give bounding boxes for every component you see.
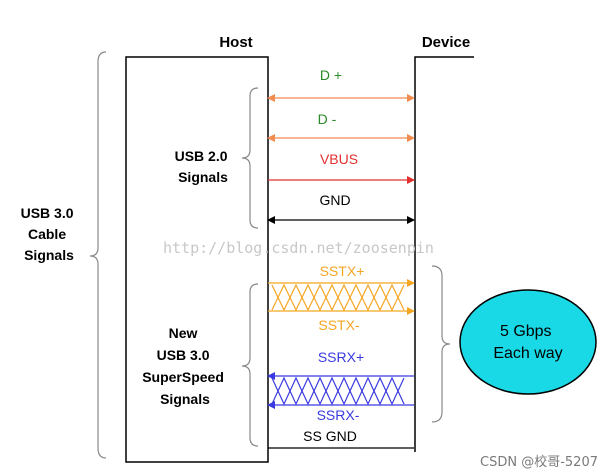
superspeed-label-line: SuperSpeed: [142, 369, 224, 385]
usb2-label-line: USB 2.0: [175, 148, 228, 164]
device-boundary: [414, 56, 474, 452]
superspeed-label-line: Signals: [160, 391, 210, 407]
ssrx-wave-b: [271, 376, 405, 406]
callout-brace: [431, 265, 451, 423]
watermark: http://blog.csdn.net/zoosenpin: [163, 239, 434, 257]
bandwidth-callout: [459, 289, 597, 395]
superspeed-label-line: New: [169, 325, 198, 341]
cable-label-line: Signals: [24, 247, 74, 263]
device-header: Device: [422, 34, 470, 51]
superspeed-brace: [241, 283, 259, 447]
sstx-wave-b: [271, 283, 405, 312]
credit-text: CSDN @校哥-5207: [480, 454, 598, 470]
cable-brace: [89, 51, 107, 459]
bandwidth-callout-text: 5 Gbps Each way: [493, 323, 562, 362]
cable-label: USB 3.0 Cable Signals: [21, 205, 78, 263]
bandwidth-callout-line: 5 Gbps: [500, 323, 552, 340]
superspeed-label-line: USB 3.0: [157, 347, 210, 363]
cable-label-line: USB 3.0: [21, 205, 74, 221]
sstx-plus-label: SSTX+: [320, 263, 365, 279]
cable-label-line: Cable: [28, 226, 66, 242]
bandwidth-callout-line: Each way: [493, 345, 562, 362]
host-header: Host: [219, 34, 252, 51]
ssrx-minus-label: SSRX-: [317, 407, 360, 423]
ssrx-plus-label: SSRX+: [318, 349, 364, 365]
dminus-label: D -: [318, 111, 337, 127]
sstx-minus-label: SSTX-: [318, 317, 360, 333]
usb2-label-line: Signals: [178, 169, 228, 185]
usb2-label: USB 2.0 Signals: [175, 148, 232, 185]
dplus-label: D +: [320, 67, 342, 83]
superspeed-label: New USB 3.0 SuperSpeed Signals: [142, 325, 228, 407]
gnd-label: GND: [319, 192, 350, 208]
vbus-label: VBUS: [320, 151, 358, 167]
host-box: [125, 56, 269, 463]
ssgnd-label: SS GND: [303, 428, 357, 444]
usb2-brace: [241, 87, 259, 229]
